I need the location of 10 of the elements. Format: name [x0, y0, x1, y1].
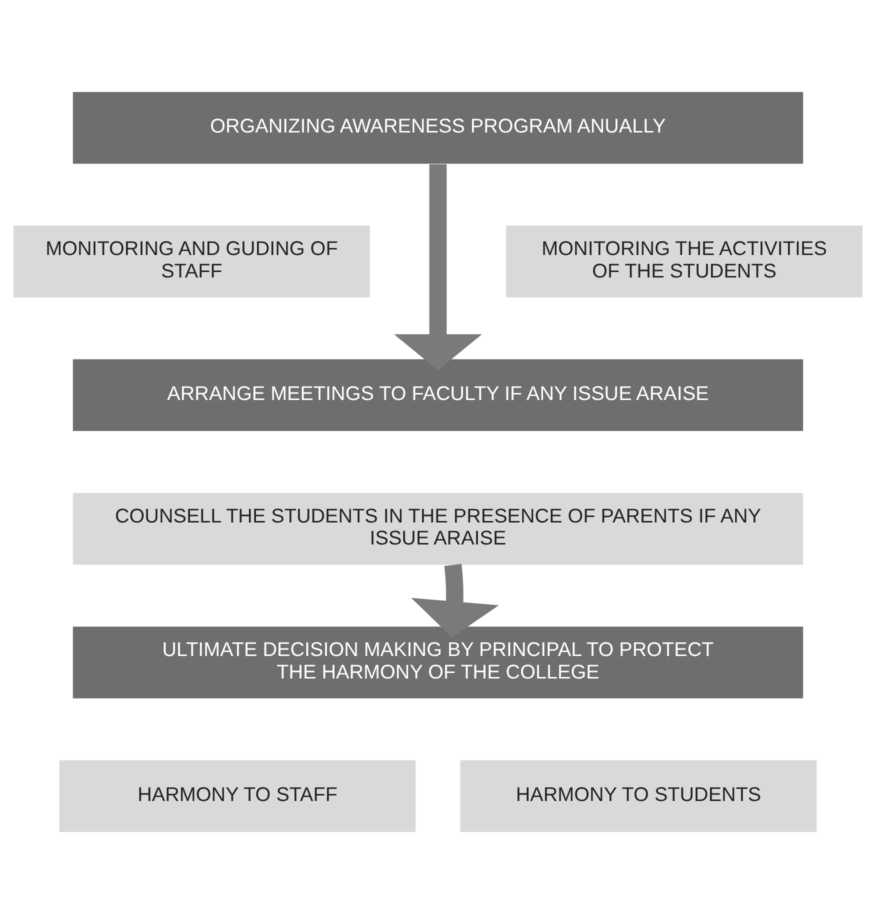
arrow: [394, 164, 482, 370]
node-box: COUNSELL THE STUDENTS IN THE PRESENCE OF PARENTS IF ANY ISSUE ARAISE: [72, 492, 804, 564]
arrow: [411, 563, 499, 637]
node-box: MONITORING THE ACTIVITIES OF THE STUDENTS: [506, 225, 862, 297]
node-box: ULTIMATE DECISION MAKING BY PRINCIPAL TO PROTECT THE HARMONY OF THE COLLEGE: [72, 626, 804, 698]
node-box: HARMONY TO STAFF: [59, 760, 416, 832]
node-box: ORGANIZING AWARENESS PROGRAM ANUALLY: [72, 91, 804, 164]
node-box: ARRANGE MEETINGS TO FACULTY IF ANY ISSUE ARAISE: [72, 358, 804, 431]
node-box: MONITORING AND GUDING OF STAFF: [14, 225, 370, 297]
node-box: HARMONY TO STUDENTS: [460, 760, 817, 832]
